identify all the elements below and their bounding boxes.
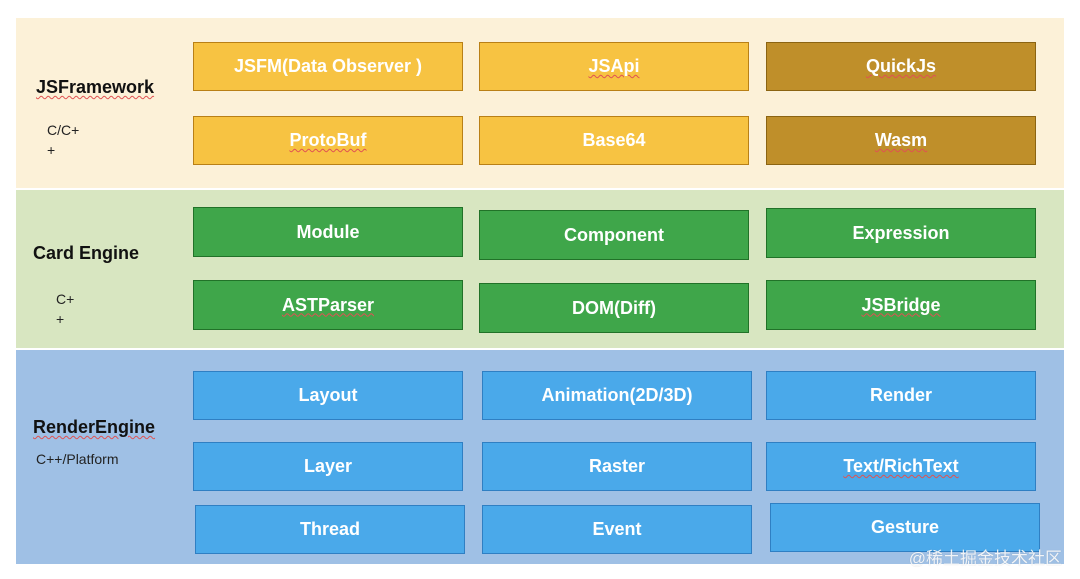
base64-box: Base64 [479, 116, 749, 165]
quickjs-box: QuickJs [766, 42, 1036, 91]
event-box: Event [482, 505, 752, 554]
component-box: Component [479, 210, 749, 260]
watermark-text: @稀土掘金技术社区 [908, 549, 1062, 568]
jsfm-box: JSFM(Data Observer ) [193, 42, 463, 91]
wasm-box: Wasm [766, 116, 1036, 165]
dom-diff-box: DOM(Diff) [479, 283, 749, 333]
thread-box: Thread [195, 505, 465, 554]
jsframework-subtitle: C/C+ + [47, 122, 80, 158]
animation-box: Animation(2D/3D) [482, 371, 752, 420]
text-richtext-box: Text/RichText [766, 442, 1036, 491]
jsframework-title: JSFramework [36, 77, 155, 97]
render-box: Render [766, 371, 1036, 420]
jsbridge-box: JSBridge [766, 280, 1036, 330]
card-engine-subtitle: C+ + [56, 291, 75, 327]
card-engine-title: Card Engine [33, 243, 140, 263]
render-engine-title: RenderEngine [33, 417, 156, 437]
layer-box: Layer [193, 442, 463, 491]
protobuf-box: ProtoBuf [193, 116, 463, 165]
expression-box: Expression [766, 208, 1036, 258]
astparser-box: ASTParser [193, 280, 463, 330]
layout-box: Layout [193, 371, 463, 420]
raster-box: Raster [482, 442, 752, 491]
module-box: Module [193, 207, 463, 257]
jsapi-box: JSApi [479, 42, 749, 91]
gesture-box: Gesture [770, 503, 1040, 552]
render-engine-subtitle: C++/Platform [36, 451, 119, 467]
